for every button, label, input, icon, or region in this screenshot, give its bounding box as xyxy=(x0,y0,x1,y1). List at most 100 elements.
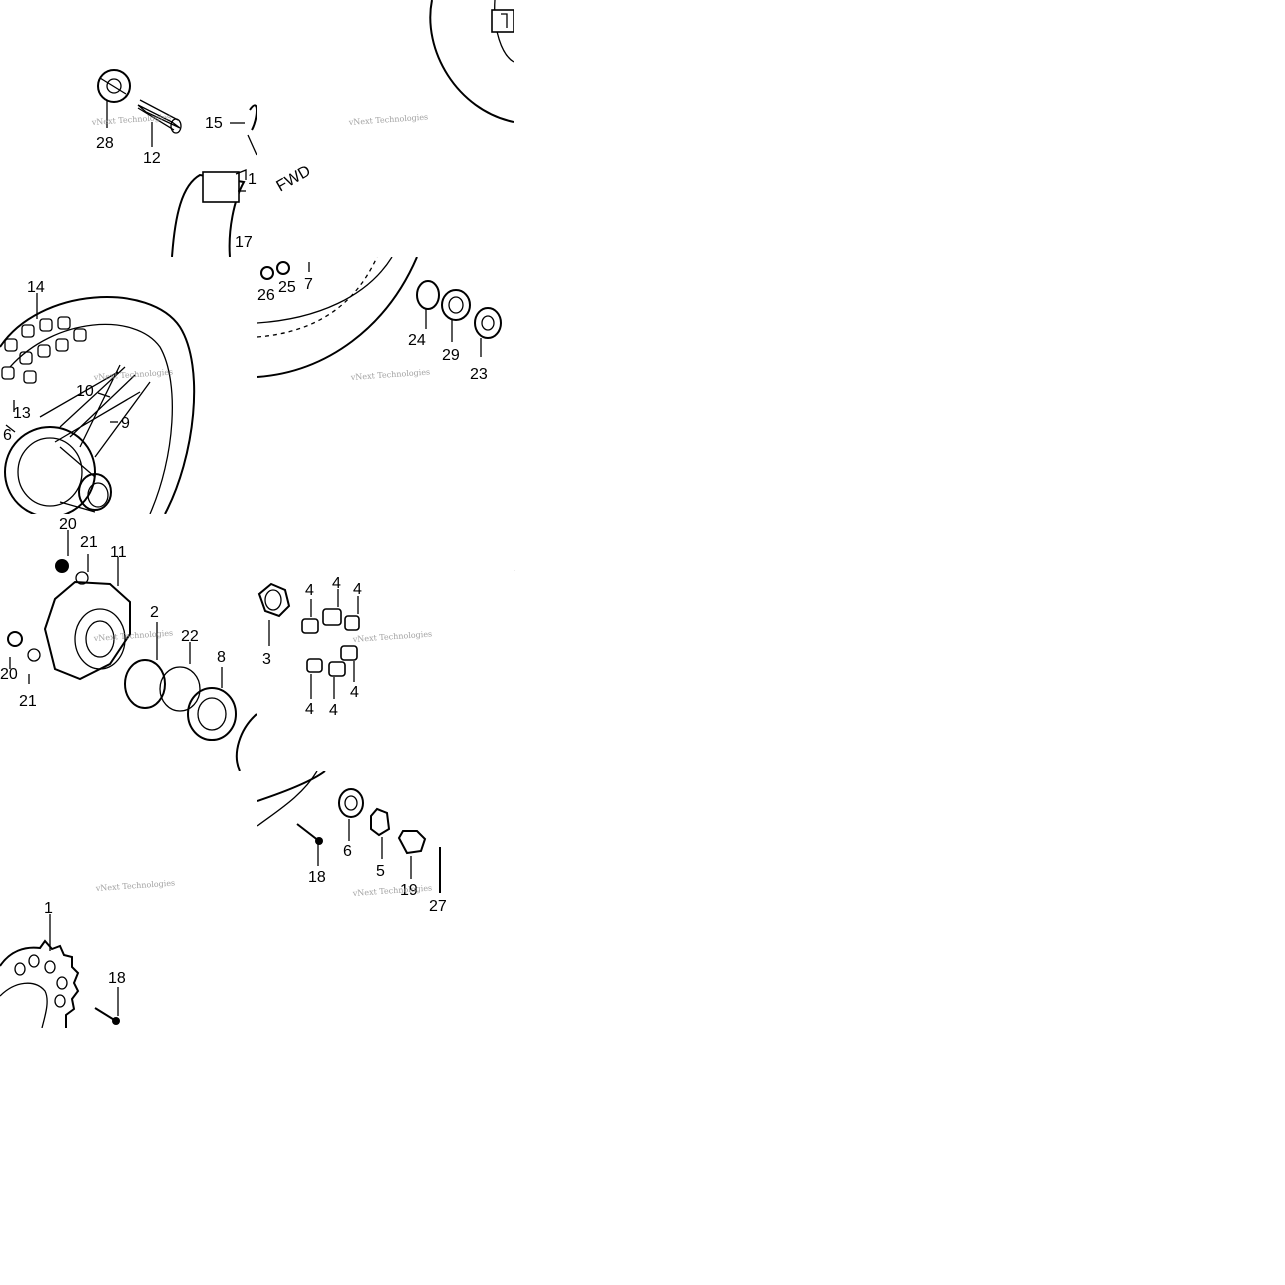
watermark: vNext Technologies xyxy=(93,367,174,382)
nut-19 xyxy=(397,830,427,855)
bolt-18 xyxy=(94,1007,120,1025)
tile-h-drawing: 1 18 vNext Technologies xyxy=(0,878,176,1028)
watermark: vNext Technologies xyxy=(352,883,433,898)
callout-14: 14 xyxy=(27,279,45,296)
callout-8: 8 xyxy=(217,649,226,666)
washer-21 xyxy=(75,571,89,585)
tile-sprocket-fragment xyxy=(514,514,771,771)
callout-4: 4 xyxy=(257,514,266,518)
callout-13: 13 xyxy=(13,405,31,422)
callout-4: 4 xyxy=(332,575,341,592)
callout-1: 1 xyxy=(44,900,53,917)
watermark: vNext Technologies xyxy=(91,112,172,127)
callout-4: 4 xyxy=(350,684,359,701)
tile-d-drawing: 26 25 7 24 29 23 vNext Technologies xyxy=(257,257,502,383)
callout-6: 6 xyxy=(343,843,352,860)
callout-21: 21 xyxy=(19,693,37,710)
sprocket-edge xyxy=(235,713,257,771)
tile-wheel: 14 10 13 6 9 vNext Technologies xyxy=(0,257,257,514)
watermark: vNext Technologies xyxy=(350,367,431,382)
tile-dampers: 3 4 4 4 4 4 4 4 vNext Technologies xyxy=(257,514,514,771)
bolt-18 xyxy=(296,823,323,845)
ring-2 xyxy=(124,659,166,709)
fwd-arrow xyxy=(247,104,257,156)
callout-11: 11 xyxy=(110,544,127,561)
tile-rim-seals: 26 25 7 24 29 23 vNext Technologies xyxy=(257,257,514,514)
collar-6 xyxy=(338,788,364,818)
nut-25 xyxy=(276,261,290,275)
callout-15: 15 xyxy=(205,115,223,132)
tile-sprocket: 1 18 vNext Technologies xyxy=(0,771,257,1028)
sprocket-edge xyxy=(257,771,326,802)
callout-21: 21 xyxy=(80,534,98,551)
tile-bolts: 6 5 18 19 27 vNext Technologies xyxy=(257,771,514,1028)
callout-leaders xyxy=(49,914,119,1016)
callout-22: 22 xyxy=(181,628,199,645)
tile-b-drawing: FWD vNext Technologies xyxy=(274,0,514,195)
collar-12 xyxy=(137,99,182,134)
nut-3 xyxy=(257,582,291,618)
clip-22 xyxy=(159,666,201,712)
fender-17 xyxy=(171,169,247,257)
bearing-8 xyxy=(187,687,237,741)
nut-20b xyxy=(7,631,23,647)
sprocket-1 xyxy=(0,939,80,1028)
callout-29: 29 xyxy=(442,347,460,364)
callout-17: 17 xyxy=(235,234,253,251)
callout-24: 24 xyxy=(408,332,426,349)
tire-valve xyxy=(491,9,514,33)
callout-25: 25 xyxy=(278,279,296,296)
oring-24 xyxy=(416,280,440,310)
rim-7 xyxy=(257,257,418,378)
callout-10: 10 xyxy=(76,383,94,400)
callout-leaders xyxy=(317,819,412,879)
callout-leaders xyxy=(9,530,223,688)
tile-fragment-drawing xyxy=(514,569,515,571)
spacer-5 xyxy=(370,807,391,837)
callout-leaders xyxy=(5,293,118,433)
callout-18: 18 xyxy=(108,970,126,987)
callout-27: 27 xyxy=(429,898,447,915)
callout-20: 20 xyxy=(0,666,18,683)
bearing-29 xyxy=(441,289,471,321)
nut-26 xyxy=(260,266,274,280)
callout-18: 18 xyxy=(308,869,326,886)
callout-6: 6 xyxy=(3,427,12,444)
tile-f-drawing: 3 4 4 4 4 4 4 4 vNext Technologies xyxy=(257,514,432,719)
hub-6 xyxy=(4,426,112,514)
callout-4: 4 xyxy=(353,581,362,598)
callout-9: 9 xyxy=(121,415,130,432)
tile-e-drawing: 20 21 11 2 22 8 20 21 vNext Technologies xyxy=(0,516,257,771)
fwd-label: FWD xyxy=(274,162,314,195)
callout-leaders xyxy=(308,262,482,357)
tile-a-drawing: 28 12 15 1 17 vNext Technologies xyxy=(91,69,257,257)
callout-19: 19 xyxy=(400,882,418,899)
tire-14 xyxy=(0,296,196,514)
bearing-28 xyxy=(97,69,131,103)
callout-3: 3 xyxy=(262,651,271,668)
watermark: vNext Technologies xyxy=(93,628,174,643)
callout-leaders xyxy=(106,101,246,192)
callout-12: 12 xyxy=(143,150,161,167)
watermark: vNext Technologies xyxy=(95,878,176,893)
callout-1: 1 xyxy=(248,171,257,188)
callout-23: 23 xyxy=(470,366,488,383)
tile-c-drawing: 14 10 13 6 9 vNext Technologies xyxy=(0,279,196,514)
nut-20 xyxy=(55,559,69,573)
callout-leaders xyxy=(268,589,359,699)
spokes-9 xyxy=(39,364,151,458)
callout-2: 2 xyxy=(150,604,159,621)
callout-5: 5 xyxy=(376,863,385,880)
seal-23 xyxy=(474,307,502,339)
tile-hub-flange: 20 21 11 2 22 8 20 21 vNext Technologies xyxy=(0,514,257,771)
callout-4: 4 xyxy=(305,701,314,718)
callout-7: 7 xyxy=(304,276,313,293)
tile-g-drawing: 6 5 18 19 27 vNext Technologies xyxy=(257,771,447,915)
callout-28: 28 xyxy=(96,135,114,152)
callout-26: 26 xyxy=(257,287,275,304)
dampers-4 xyxy=(301,608,360,677)
tile-tire-top: FWD vNext Technologies xyxy=(257,0,514,257)
flange-11 xyxy=(43,580,131,681)
callout-4: 4 xyxy=(305,582,314,599)
